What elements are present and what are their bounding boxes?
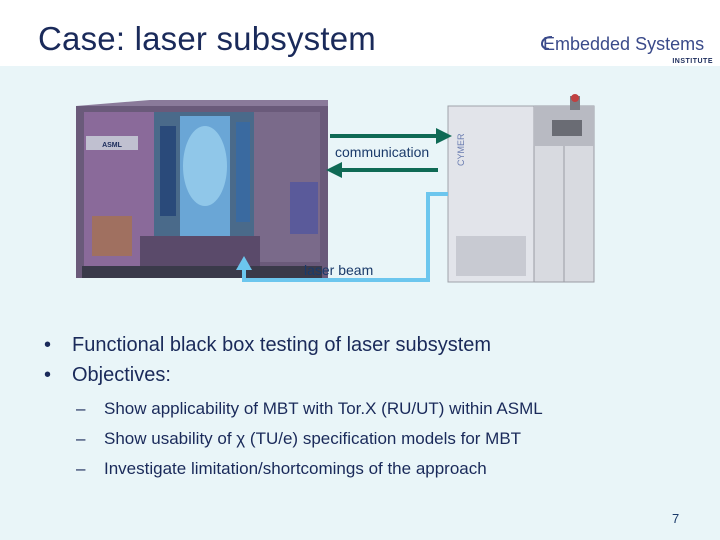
sub-bullet-text: Show applicability of MBT with Tor.X (RU…	[104, 399, 543, 418]
slide-header: Case: laser subsystem Embedded Systems I…	[0, 0, 720, 66]
sub-bullet-item: – Show applicability of MBT with Tor.X (…	[76, 396, 696, 426]
sub-bullet-item: – Show usability of χ (TU/e) specificati…	[76, 426, 696, 456]
page-number: 7	[672, 511, 680, 526]
slide-title: Case: laser subsystem	[38, 20, 376, 57]
laser-system-figure: ASML CYMER	[76, 94, 595, 283]
bullet-text: Functional black box testing of laser su…	[72, 334, 492, 356]
asml-scanner-machine: ASML	[76, 100, 328, 278]
sub-bullet-marker: –	[76, 459, 86, 478]
sub-bullet-marker: –	[76, 399, 86, 418]
cymer-laser-machine: CYMER	[447, 94, 595, 283]
embedded-systems-logo: Embedded Systems INSTITUTE	[541, 30, 713, 70]
logo-name: Embedded Systems	[543, 34, 705, 54]
bullet-item: • Objectives:	[44, 362, 684, 392]
bullet-list: • Functional black box testing of laser …	[44, 332, 684, 392]
logo-sub: INSTITUTE	[672, 58, 713, 65]
communication-arrow	[326, 128, 452, 178]
cymer-brand-text: CYMER	[456, 133, 466, 166]
bullet-marker: •	[44, 364, 52, 386]
sub-bullet-text: Investigate limitation/shortcomings of t…	[104, 459, 487, 478]
laser-beam-label: laser beam	[304, 262, 374, 278]
sub-bullet-marker: –	[76, 429, 86, 448]
bullet-marker: •	[44, 334, 52, 356]
asml-brand-text: ASML	[102, 142, 123, 149]
logo-swoosh-icon	[541, 36, 553, 50]
communication-label: communication	[335, 144, 430, 160]
sub-bullet-text: Show usability of χ (TU/e) specification…	[104, 429, 522, 448]
sub-bullet-item: – Investigate limitation/shortcomings of…	[76, 456, 696, 486]
bullet-item: • Functional black box testing of laser …	[44, 332, 684, 362]
laser-beam-arrow	[236, 192, 448, 282]
bullet-text: Objectives:	[72, 364, 171, 386]
sub-bullet-list: – Show applicability of MBT with Tor.X (…	[76, 396, 696, 486]
